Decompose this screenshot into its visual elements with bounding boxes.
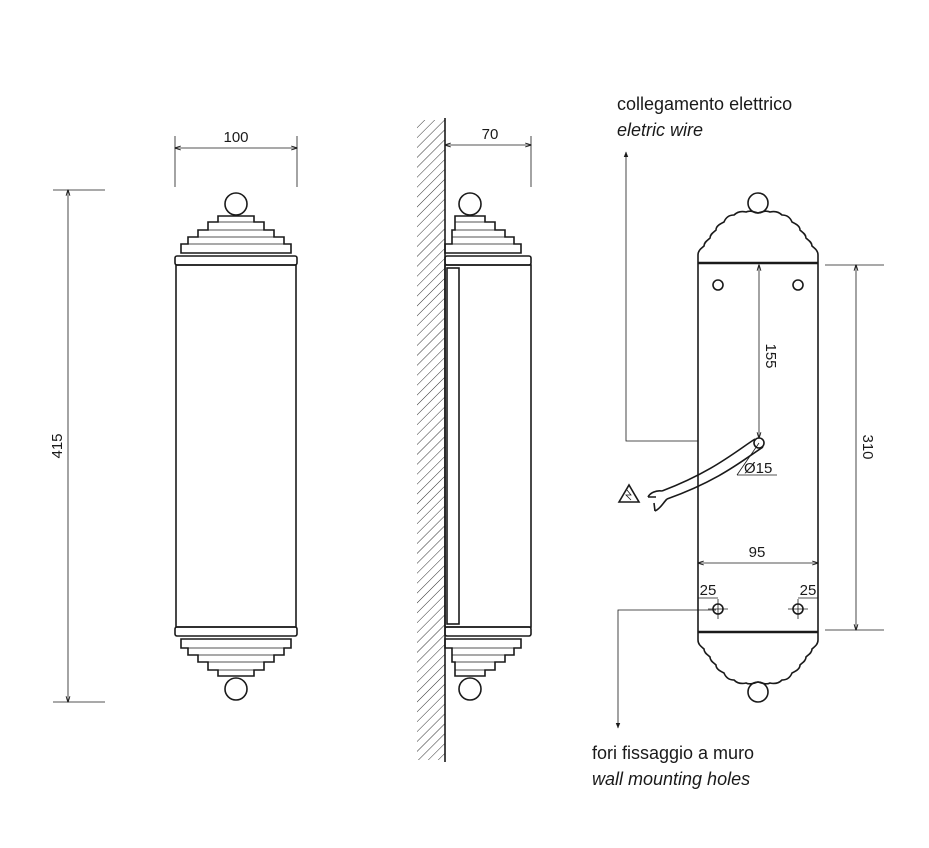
back-view (617, 192, 819, 703)
front-width-label: 100 (223, 129, 248, 146)
wire-label-en: eletric wire (617, 120, 703, 140)
dimension-front-width: 100 (175, 129, 297, 187)
side-tube-body (444, 264, 532, 628)
side-top-cap (444, 215, 522, 254)
wall-hatching (417, 120, 445, 760)
back-hole-top-left (712, 279, 724, 291)
side-bottom-band (444, 626, 532, 637)
back-25-left-label: 25 (700, 582, 717, 599)
front-view (174, 192, 298, 701)
side-view (417, 118, 532, 762)
dimension-wire-diameter: Ø15 (736, 442, 777, 477)
side-depth-label: 70 (482, 126, 499, 143)
front-height-label: 415 (49, 433, 66, 458)
wire-diameter-label: Ø15 (744, 460, 772, 477)
front-top-cap (180, 215, 292, 254)
dimension-back-155: 155 (759, 265, 779, 438)
dimension-side-depth: 70 (445, 126, 531, 187)
leader-electric-wire: collegamento elettrico eletric wire (617, 94, 792, 442)
holes-label-it: fori fissaggio a muro (592, 743, 754, 763)
back-bottom-knob (747, 681, 769, 703)
back-top-knob (747, 192, 769, 214)
back-95-label: 95 (749, 544, 766, 561)
side-top-knob (458, 192, 482, 216)
dimension-back-25-left: 25 (698, 582, 718, 599)
front-bottom-cap (180, 638, 292, 677)
back-hole-top-right (792, 279, 804, 291)
fork-terminal-icon (647, 490, 668, 512)
dimension-back-310: 310 (825, 265, 884, 630)
dimension-back-25-right: 25 (798, 582, 818, 599)
holes-label-en: wall mounting holes (592, 769, 750, 789)
electric-wire (661, 438, 764, 500)
front-top-knob (224, 192, 248, 216)
side-bottom-knob (458, 677, 482, 701)
back-310-label: 310 (859, 434, 876, 459)
back-25-right-label: 25 (800, 582, 817, 599)
dimension-back-95: 95 (698, 544, 818, 563)
front-bottom-knob (224, 677, 248, 701)
back-155-label: 155 (762, 343, 779, 368)
electrical-hazard-icon (617, 483, 641, 503)
front-bottom-band (174, 626, 298, 637)
side-bottom-cap (444, 638, 522, 677)
front-tube-body (175, 264, 297, 628)
side-top-band (444, 255, 532, 266)
wire-label-it: collegamento elettrico (617, 94, 792, 114)
dimension-front-height: 415 (49, 190, 105, 702)
side-backplate (446, 267, 460, 625)
leader-mounting-holes: fori fissaggio a muro wall mounting hole… (592, 609, 754, 789)
front-top-band (174, 255, 298, 266)
